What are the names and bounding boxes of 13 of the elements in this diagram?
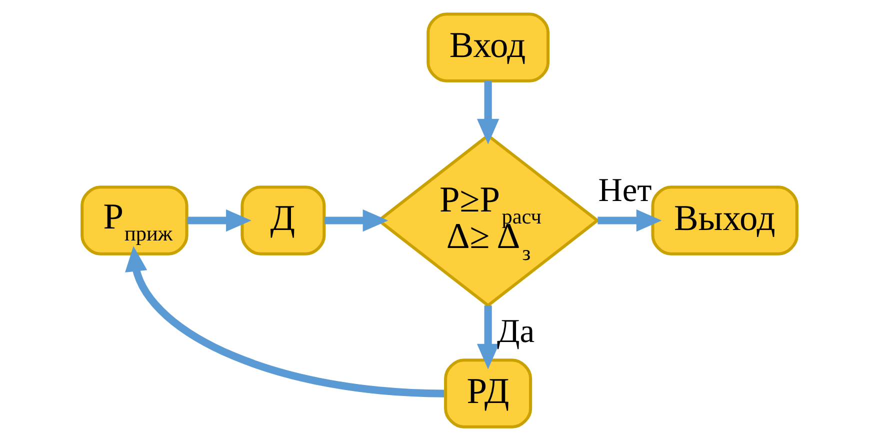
arrow: [124, 246, 444, 398]
edge-label: Да: [496, 312, 534, 350]
node-box: Р$_{приж}$: [80, 186, 188, 256]
arrow: [597, 209, 662, 232]
arrow: [186, 209, 251, 232]
arrow: [324, 209, 388, 232]
node-box: Выход: [650, 186, 798, 256]
node-box: Вход: [426, 12, 550, 82]
node-box: Д: [240, 186, 326, 256]
node-box: РД: [444, 358, 532, 428]
edge-label: Нет: [598, 172, 652, 210]
arrow: [476, 306, 499, 370]
arrow: [476, 80, 499, 144]
